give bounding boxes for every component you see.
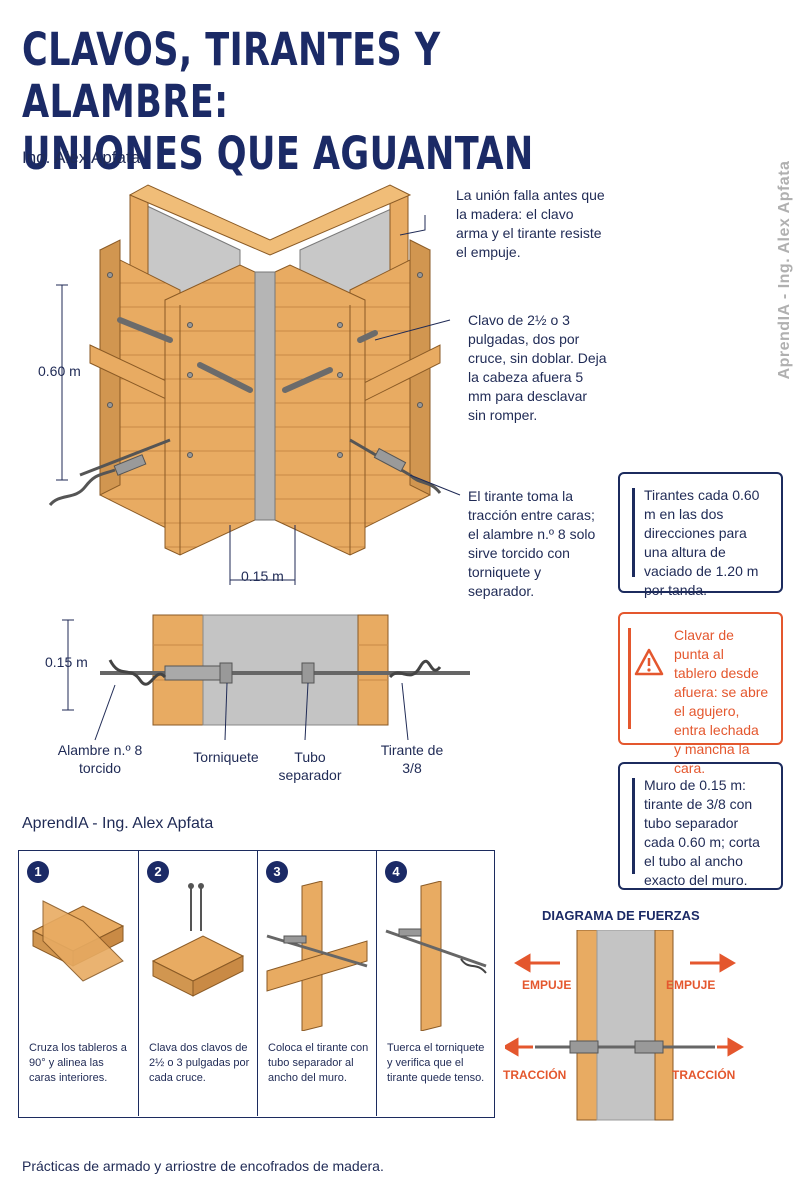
warning-icon [634,648,664,676]
watermark-text: AprendIA - Ing. Alex Apfata [776,160,793,380]
step-4-text: Tuerca el torniquete y verifica que el t… [387,1042,485,1084]
step-number: 1 [27,861,49,883]
wall-section-illustration [62,614,470,741]
step-number: 3 [266,861,288,883]
label-alambre: Alambre n.º 8 torcido [57,742,143,776]
height-dimension-label: 0.60 m [38,363,81,379]
brand-label: AprendIA - Ing. Alex Apfata [22,815,214,832]
formwork-corner-illustration [48,184,461,585]
steps-panel: 1 Cruza los tableros a 90° y alinea las … [18,850,495,1118]
step-number: 2 [147,861,169,883]
step-4: 4 Tuerca el torniquete y verifica que el… [376,851,495,1116]
author-name: Ing. Alex Apfata [22,148,141,167]
step-3-text: Coloca el tirante con tubo separador al … [268,1042,369,1084]
tension-icon [385,881,487,1031]
force-pull-left: TRACCIÓN [503,1068,567,1082]
info-box-muro: Muro de 0.15 m: tirante de 3/8 con tubo … [618,762,783,890]
label-tirante: Tirante de 3/8 [380,742,444,776]
force-diagram-title: DIAGRAMA DE FUERZAS [542,908,700,923]
info-box-accent-bar [632,778,635,874]
step-2: 2 Clava dos clavos de 2½ o 3 pulgadas po… [138,851,257,1116]
crossed-boards-icon [31,900,125,982]
step-number: 4 [385,861,407,883]
force-diagram [505,930,744,1121]
force-push-right: EMPUJE [666,978,716,992]
label-tubo: Tubo separador [278,749,342,783]
nailing-icon [151,883,245,997]
step-2-text: Clava dos clavos de 2½ o 3 pulgadas por … [149,1042,250,1084]
step-1-text: Cruza los tableros a 90° y alinea las ca… [29,1042,127,1084]
info-box-tirantes-text: Tirantes cada 0.60 m en las dos direccio… [644,487,760,598]
step-3: 3 Coloca el tirante con tubo separador a… [257,851,376,1116]
info-box-muro-text: Muro de 0.15 m: tirante de 3/8 con tubo … [644,777,760,888]
info-box-tirantes: Tirantes cada 0.60 m en las dos direccio… [618,472,783,598]
label-torniquete: Torniquete [193,749,259,765]
callout-tirante: El tirante toma la tracción entre caras;… [468,488,596,599]
warning-accent-bar [628,628,631,729]
page-title: CLAVOS, TIRANTES Y ALAMBRE: UNIONES QUE … [22,24,568,180]
warning-box: Clavar de punta al tablero desde afuera:… [618,612,783,776]
callout-clavo: Clavo de 2½ o 3 pulgadas, dos por cruce,… [468,312,607,423]
footer-text: Prácticas de armado y arriostre de encof… [22,1158,384,1174]
callout-union: La unión falla antes que la madera: el c… [456,187,605,260]
title-line-2: UNIONES QUE AGUANTAN [22,127,534,180]
step-1: 1 Cruza los tableros a 90° y alinea las … [19,851,138,1116]
width-dimension-label: 0.15 m [241,568,284,584]
force-push-left: EMPUJE [522,978,572,992]
force-pull-right: TRACCIÓN [672,1068,736,1082]
section-dimension-label: 0.15 m [45,654,88,670]
title-line-1: CLAVOS, TIRANTES Y ALAMBRE: [22,23,441,128]
warning-text: Clavar de punta al tablero desde afuera:… [674,627,769,776]
watermark: AprendIA - Ing. Alex Apfata [775,130,795,410]
info-box-accent-bar [632,488,635,577]
tie-install-icon [266,881,368,1031]
